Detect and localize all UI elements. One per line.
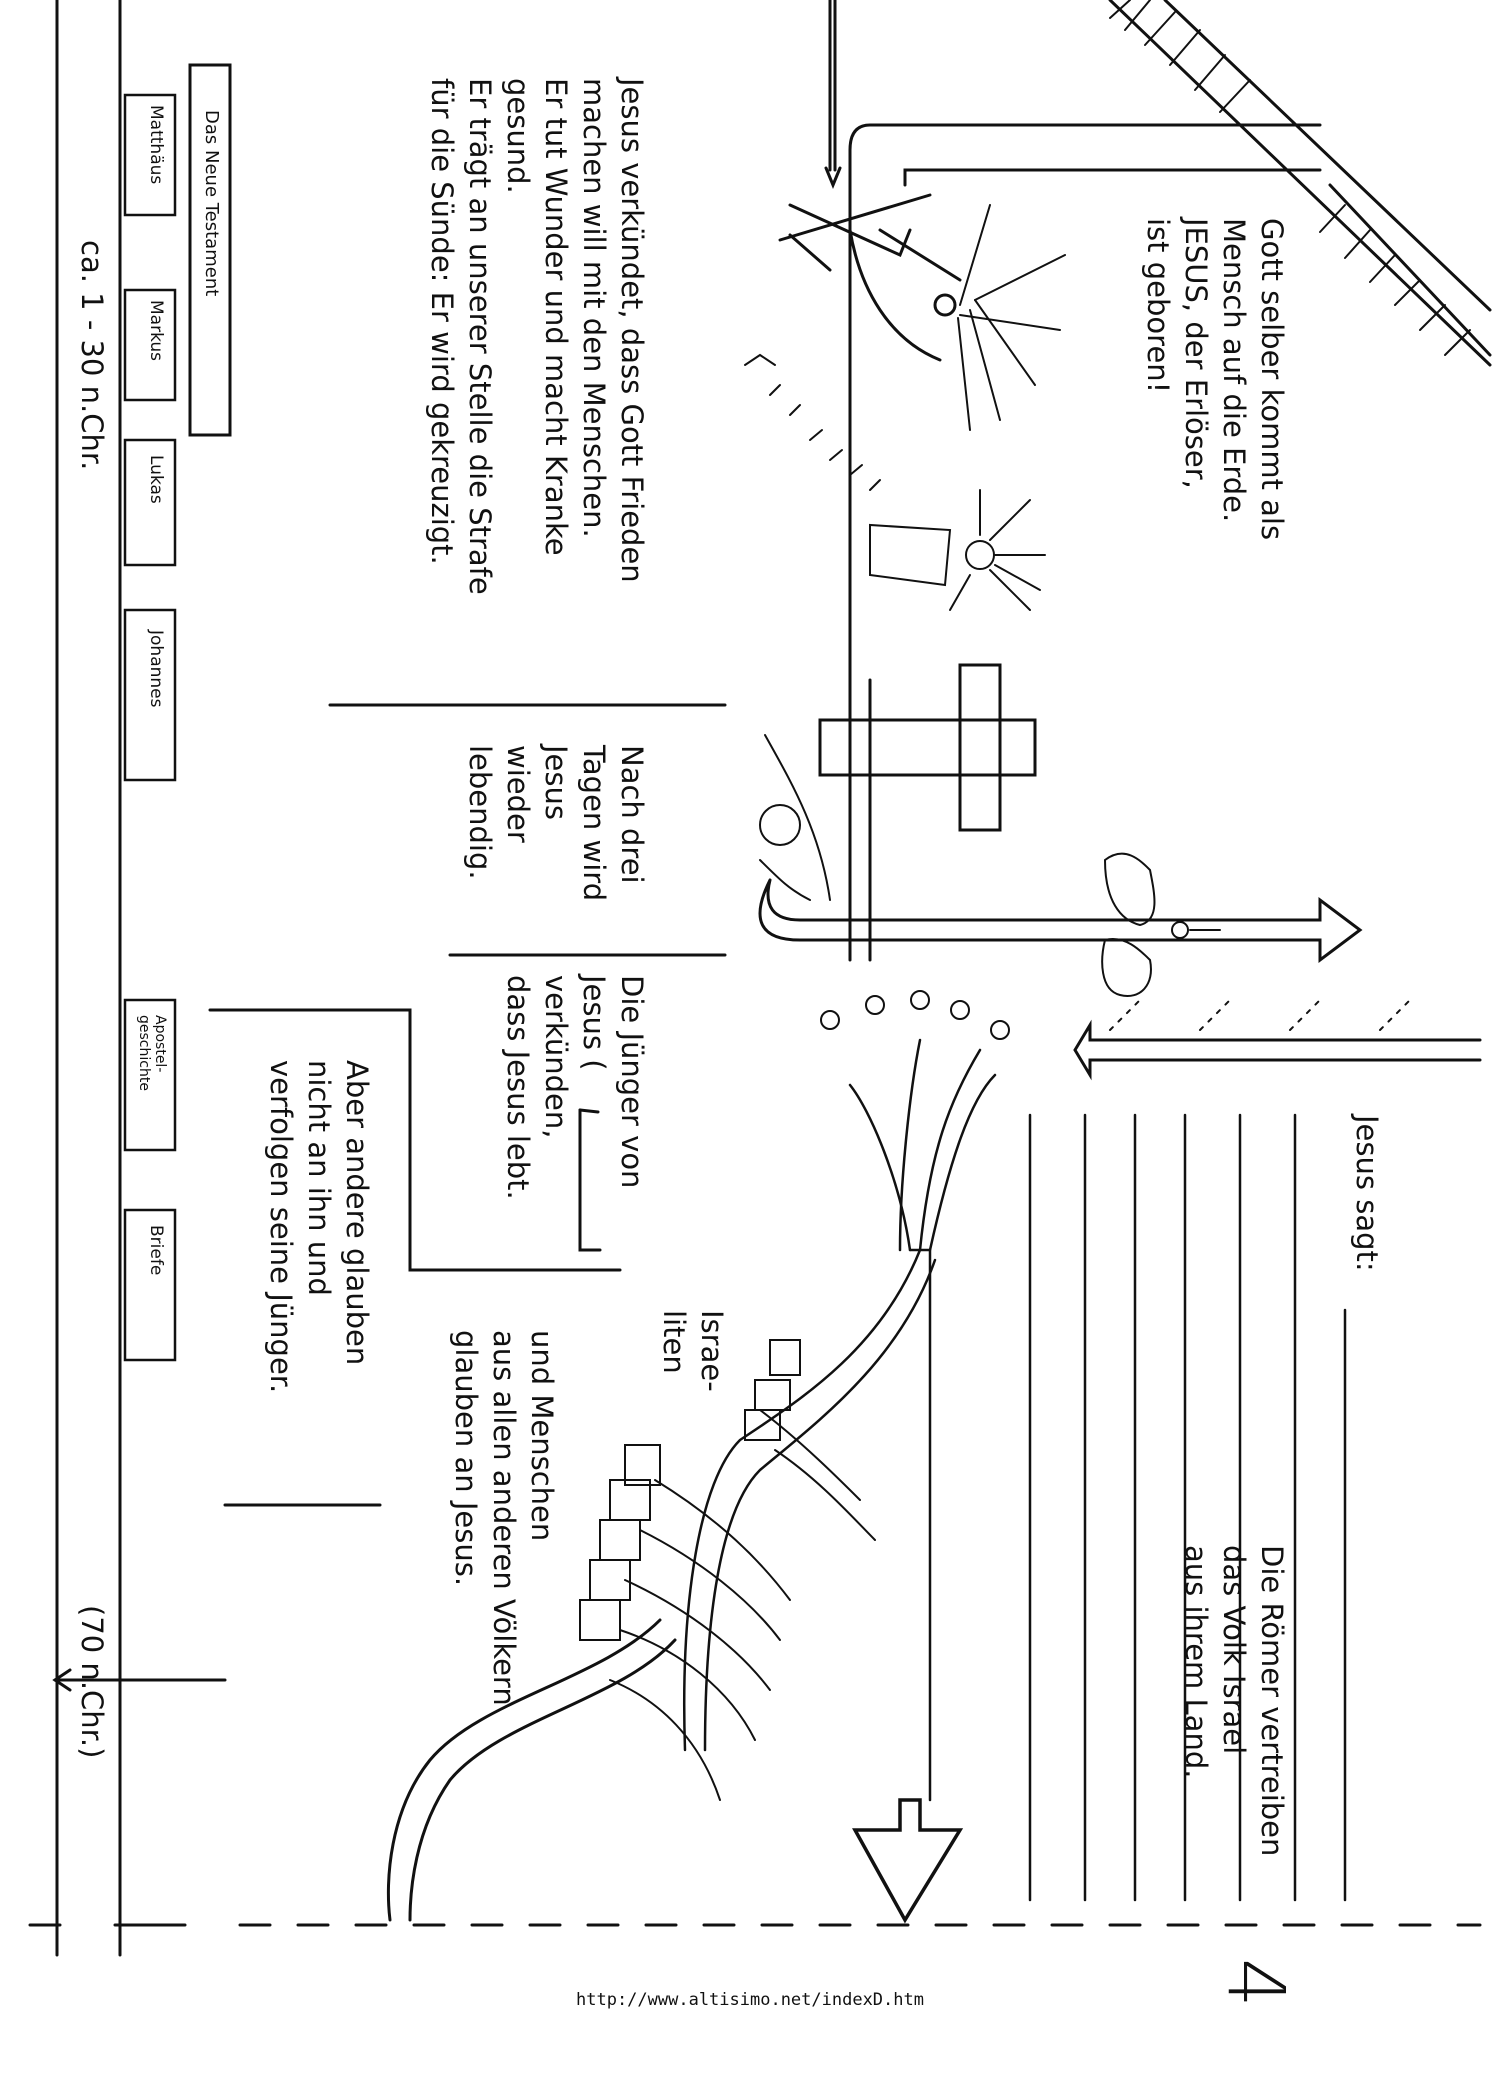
israelites-line: Israe- [695, 1310, 729, 1392]
book-apostelgeschichte-1: Apostel- [152, 1015, 168, 1073]
disciples-text: Die Jünger von Jesus ( verkünden, dass J… [498, 975, 650, 1200]
disciples-branches [682, 1038, 997, 1802]
birth-line: Mensch auf die Erde. [1217, 218, 1251, 523]
book-matthaeus: Matthäus [146, 105, 166, 185]
others-line: nicht an ihn und [302, 1060, 336, 1296]
book-briefe: Briefe [146, 1225, 166, 1276]
book-markus: Markus [146, 300, 166, 362]
answer-lines [1028, 1113, 1347, 1902]
romans-text: Die Römer vertreiben das Volk Israel aus… [1176, 1545, 1290, 1856]
preach-line: Jesus verkündet, dass Gott Frieden [615, 78, 649, 583]
disciples-line: verkünden, [539, 975, 573, 1139]
jesus-says-label: Jesus sagt: [1350, 1115, 1384, 1272]
preach-line: für die Sünde: Er wird gekreuzigt. [425, 78, 459, 565]
footer-url: http://www.altisimo.net/indexD.htm [576, 1990, 924, 2010]
preach-line: gesund. [501, 78, 535, 194]
people-line [744, 353, 881, 491]
birth-line: ist geboren! [1141, 218, 1175, 394]
israelites-text: Israe- liten [654, 1310, 730, 1392]
preach-line: Er trägt an unserer Stelle die Strafe [463, 78, 497, 595]
resurrection-arrow [758, 878, 1363, 963]
people-figures [579, 1339, 801, 1641]
ascension-drawing [1101, 852, 1221, 997]
resurrection-line: wieder [501, 745, 535, 843]
resurrection-line: Nach drei [615, 745, 649, 884]
resurrection-line: Jesus [539, 745, 573, 820]
israelites-line: liten [657, 1310, 691, 1374]
book-lukas: Lukas [146, 455, 166, 504]
exile-curve [386, 1618, 662, 1922]
preach-line: machen will mit den Menschen. [577, 78, 611, 538]
peoples-line: aus allen anderen Völkern [487, 1330, 521, 1706]
preach-line: Er tut Wunder und macht Kranke [539, 78, 573, 556]
nt-header: Das Neue Testament [201, 110, 222, 297]
others-line: Aber andere glauben [340, 1060, 374, 1366]
disciples-line: dass Jesus lebt. [501, 975, 535, 1200]
peoples-text: und Menschen aus allen anderen Völkern g… [446, 1330, 560, 1706]
jesus-figure [869, 489, 1046, 611]
book-apostelgeschichte-2: geschichte [136, 1015, 152, 1091]
date-range: ca. 1 - 30 n.Chr. [75, 240, 109, 471]
life-line-bend [848, 123, 1322, 962]
cross [818, 663, 1037, 832]
peoples-arrows [609, 1409, 876, 1801]
romans-line: aus ihrem Land. [1179, 1545, 1213, 1779]
birth-line: Gott selber kommt als [1255, 218, 1289, 541]
nt-header-box [188, 63, 232, 437]
book-icons [123, 93, 177, 1362]
preach-text: Jesus verkündet, dass Gott Frieden mache… [422, 78, 650, 595]
resurrection-line: Tagen wird [577, 745, 611, 902]
date-70: (70 n.Chr.) [75, 1605, 109, 1759]
resurrection-line: lebendig. [463, 745, 497, 880]
disciples-line: Die Jünger von [615, 975, 649, 1189]
disciples-line: Jesus ( [577, 975, 611, 1071]
tomb-drawing [759, 734, 831, 901]
others-text: Aber andere glauben nicht an ihn und ver… [261, 1060, 375, 1393]
peoples-line: und Menschen [525, 1330, 559, 1542]
others-line: verfolgen seine Jünger. [264, 1060, 298, 1394]
top-beam-hatched [1108, 0, 1492, 367]
main-arrow-head [852, 1798, 964, 1924]
birth-line: JESUS, der Erlöser, [1179, 218, 1213, 489]
book-johannes: Johannes [146, 630, 166, 708]
spirit-arrow [1073, 1019, 1482, 1081]
romans-line: das Volk Israel [1217, 1545, 1251, 1755]
peoples-line: glauben an Jesus. [449, 1330, 483, 1587]
manger-drawing [778, 193, 1066, 431]
resurrection-text: Nach drei Tagen wird Jesus wieder lebend… [460, 745, 650, 901]
birth-text: Gott selber kommt als Mensch auf die Erd… [1138, 218, 1290, 540]
romans-line: Die Römer vertreiben [1255, 1545, 1289, 1857]
